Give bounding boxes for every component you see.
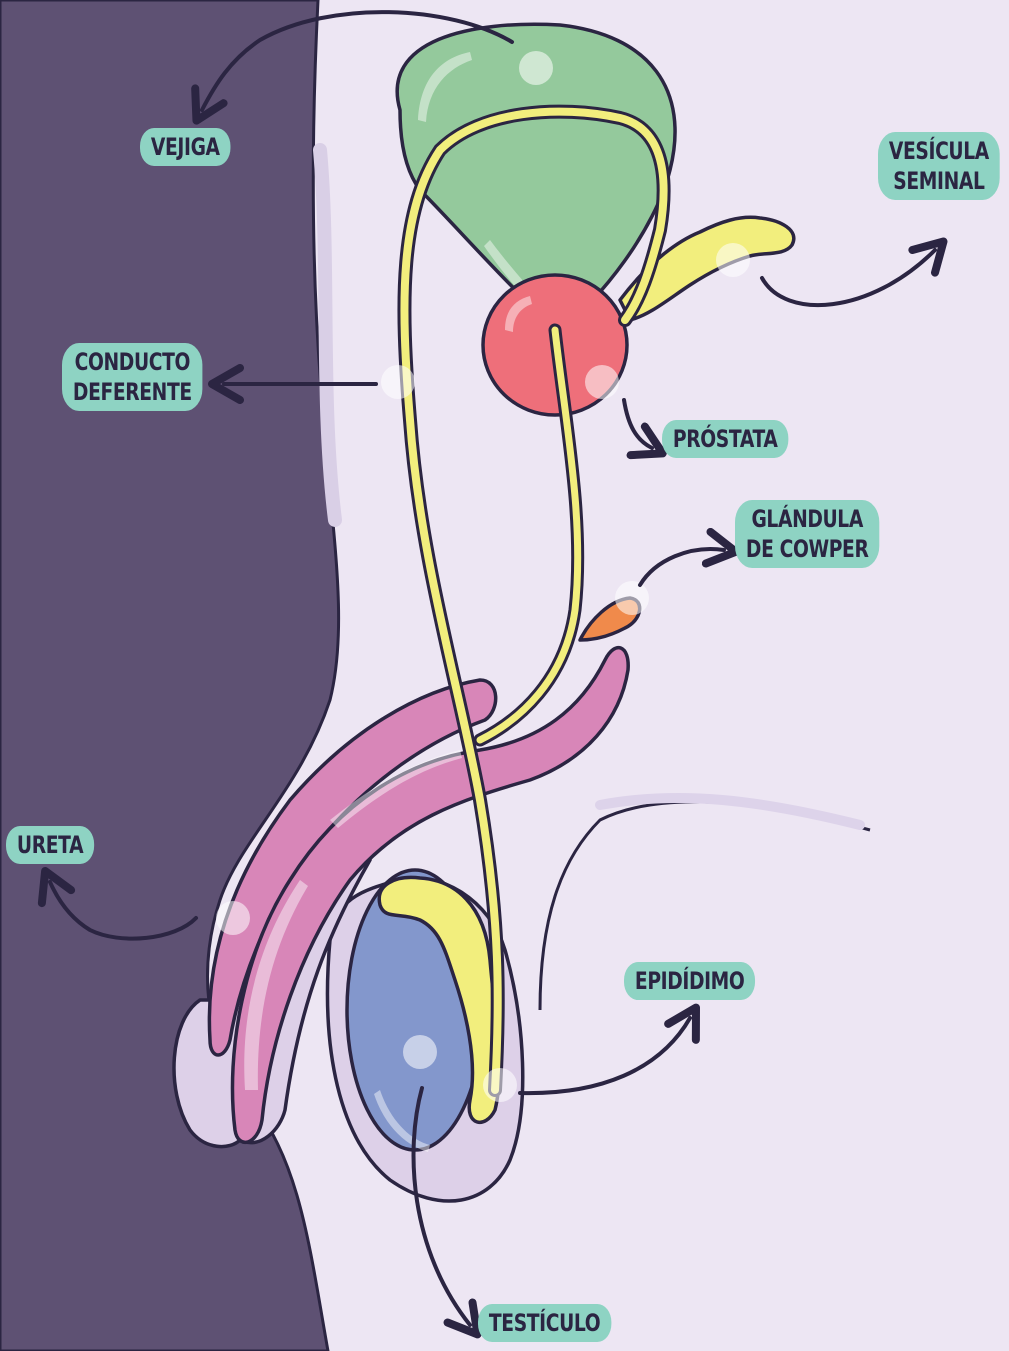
label-glandula-line1: GLÁNDULA	[746, 504, 869, 534]
arrow-glandula	[640, 549, 724, 585]
label-ureta: URETA	[6, 826, 94, 864]
label-vesicula-line2: SEMINAL	[889, 166, 989, 196]
label-prostata-text: PRÓSTATA	[673, 424, 778, 454]
label-vejiga-text: VEJIGA	[151, 132, 220, 162]
label-glandula-line2: DE COWPER	[746, 534, 869, 564]
label-testiculo-text: TESTÍCULO	[489, 1308, 600, 1338]
label-vejiga: VEJIGA	[140, 128, 231, 166]
hip-shadow	[600, 798, 860, 825]
label-conducto-line1: CONDUCTO	[73, 347, 192, 377]
label-conducto-deferente: CONDUCTO DEFERENTE	[62, 343, 203, 411]
label-ureta-text: URETA	[17, 830, 83, 860]
label-epididimo-text: EPIDÍDIMO	[635, 966, 745, 996]
label-epididimo: EPIDÍDIMO	[624, 962, 755, 1000]
label-glandula-cowper: GLÁNDULA DE COWPER	[735, 500, 879, 568]
label-conducto-line2: DEFERENTE	[73, 377, 192, 407]
label-vesicula-line1: VESÍCULA	[889, 136, 989, 166]
arrow-vesicula	[762, 250, 935, 305]
arrow-epididimo	[520, 1018, 690, 1093]
label-prostata: PRÓSTATA	[662, 420, 788, 458]
body-silhouette	[0, 0, 339, 1351]
label-vesicula-seminal: VESÍCULA SEMINAL	[878, 132, 1000, 200]
label-testiculo: TESTÍCULO	[478, 1304, 611, 1342]
arrow-prostata	[624, 400, 652, 448]
